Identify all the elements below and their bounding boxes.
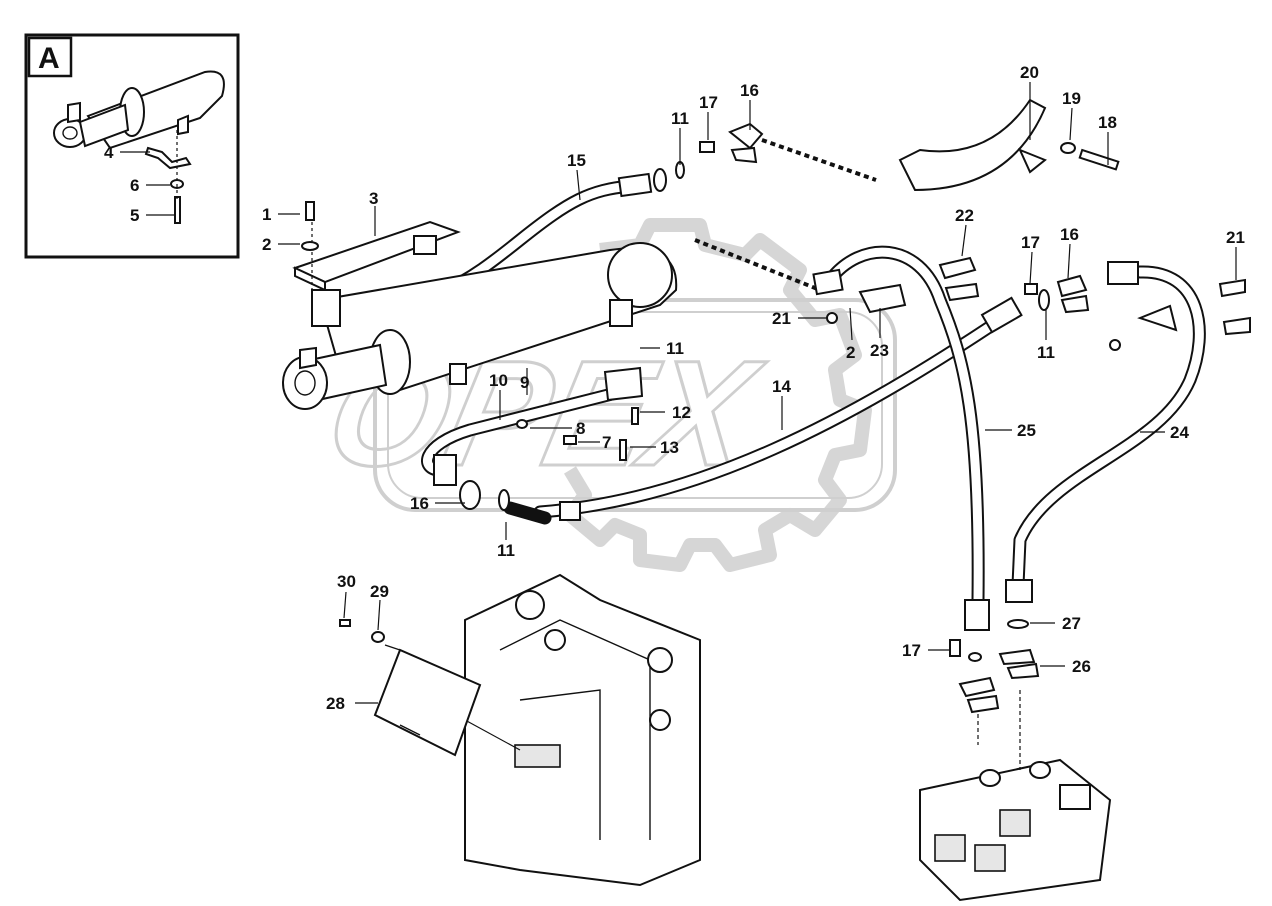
plate-28: [339, 619, 482, 757]
callout-16-left: 16: [410, 494, 429, 513]
clamp-16-upper: [699, 122, 764, 164]
callout-21-right: 21: [1226, 228, 1245, 247]
lower-clamps: [949, 619, 1040, 714]
callout-15: 15: [567, 151, 586, 170]
leader-lines: [278, 82, 1237, 704]
callout-17-top: 17: [699, 93, 718, 112]
callout-17-right: 17: [1021, 233, 1040, 252]
callout-labels: 1 2 3 15 11 17 16 20 19 18 22 17 16 21 2…: [262, 63, 1245, 713]
hose-25: [812, 245, 990, 631]
callout-24: 24: [1170, 423, 1189, 442]
callout-11-right: 11: [1037, 343, 1055, 362]
callout-26: 26: [1072, 657, 1091, 676]
callout-13: 13: [660, 438, 679, 457]
callout-22: 22: [955, 206, 974, 225]
inset-detail-a: A 4 6 5: [24, 33, 240, 259]
inset-label-5: 5: [130, 206, 139, 225]
callout-27: 27: [1062, 614, 1081, 633]
small-bolts: [516, 407, 639, 461]
callout-18: 18: [1098, 113, 1117, 132]
callout-17-bottom: 17: [902, 641, 921, 660]
bracket-3: [292, 210, 461, 330]
callout-2-mid: 2: [846, 343, 855, 362]
callout-29: 29: [370, 582, 389, 601]
clamps-right: [826, 256, 1251, 351]
cylinder-9: [282, 242, 678, 410]
callout-19: 19: [1062, 89, 1081, 108]
hose-10: [421, 366, 644, 486]
chassis-frame: [464, 573, 701, 887]
callout-10: 10: [489, 371, 508, 390]
callout-14: 14: [772, 377, 791, 396]
control-valve: [919, 690, 1112, 902]
callout-12: 12: [672, 403, 691, 422]
bolt-1-washer-2: [301, 201, 319, 251]
inset-label-4: 4: [104, 143, 114, 162]
dashed-links: [694, 138, 877, 292]
callout-23: 23: [870, 341, 889, 360]
inset-letter: A: [38, 42, 60, 75]
callout-16-right: 16: [1060, 225, 1079, 244]
callout-9: 9: [520, 373, 529, 392]
callout-7: 7: [602, 433, 611, 452]
callout-30: 30: [337, 572, 356, 591]
hose-24: [1005, 261, 1206, 603]
callout-11-bottom: 11: [497, 541, 515, 560]
inset-label-6: 6: [130, 176, 139, 195]
callout-1: 1: [262, 205, 271, 224]
hose-14: [459, 296, 1023, 525]
callout-28: 28: [326, 694, 345, 713]
callout-20: 20: [1020, 63, 1039, 82]
callout-8: 8: [576, 419, 585, 438]
callout-25: 25: [1017, 421, 1036, 440]
callout-2: 2: [262, 235, 271, 254]
callout-21-mid: 21: [772, 309, 791, 328]
callout-11-top: 11: [671, 109, 689, 128]
callout-11-center: 11: [666, 339, 684, 358]
bracket-20: [898, 98, 1120, 192]
callout-16-top: 16: [740, 81, 759, 100]
callout-3: 3: [369, 189, 378, 208]
